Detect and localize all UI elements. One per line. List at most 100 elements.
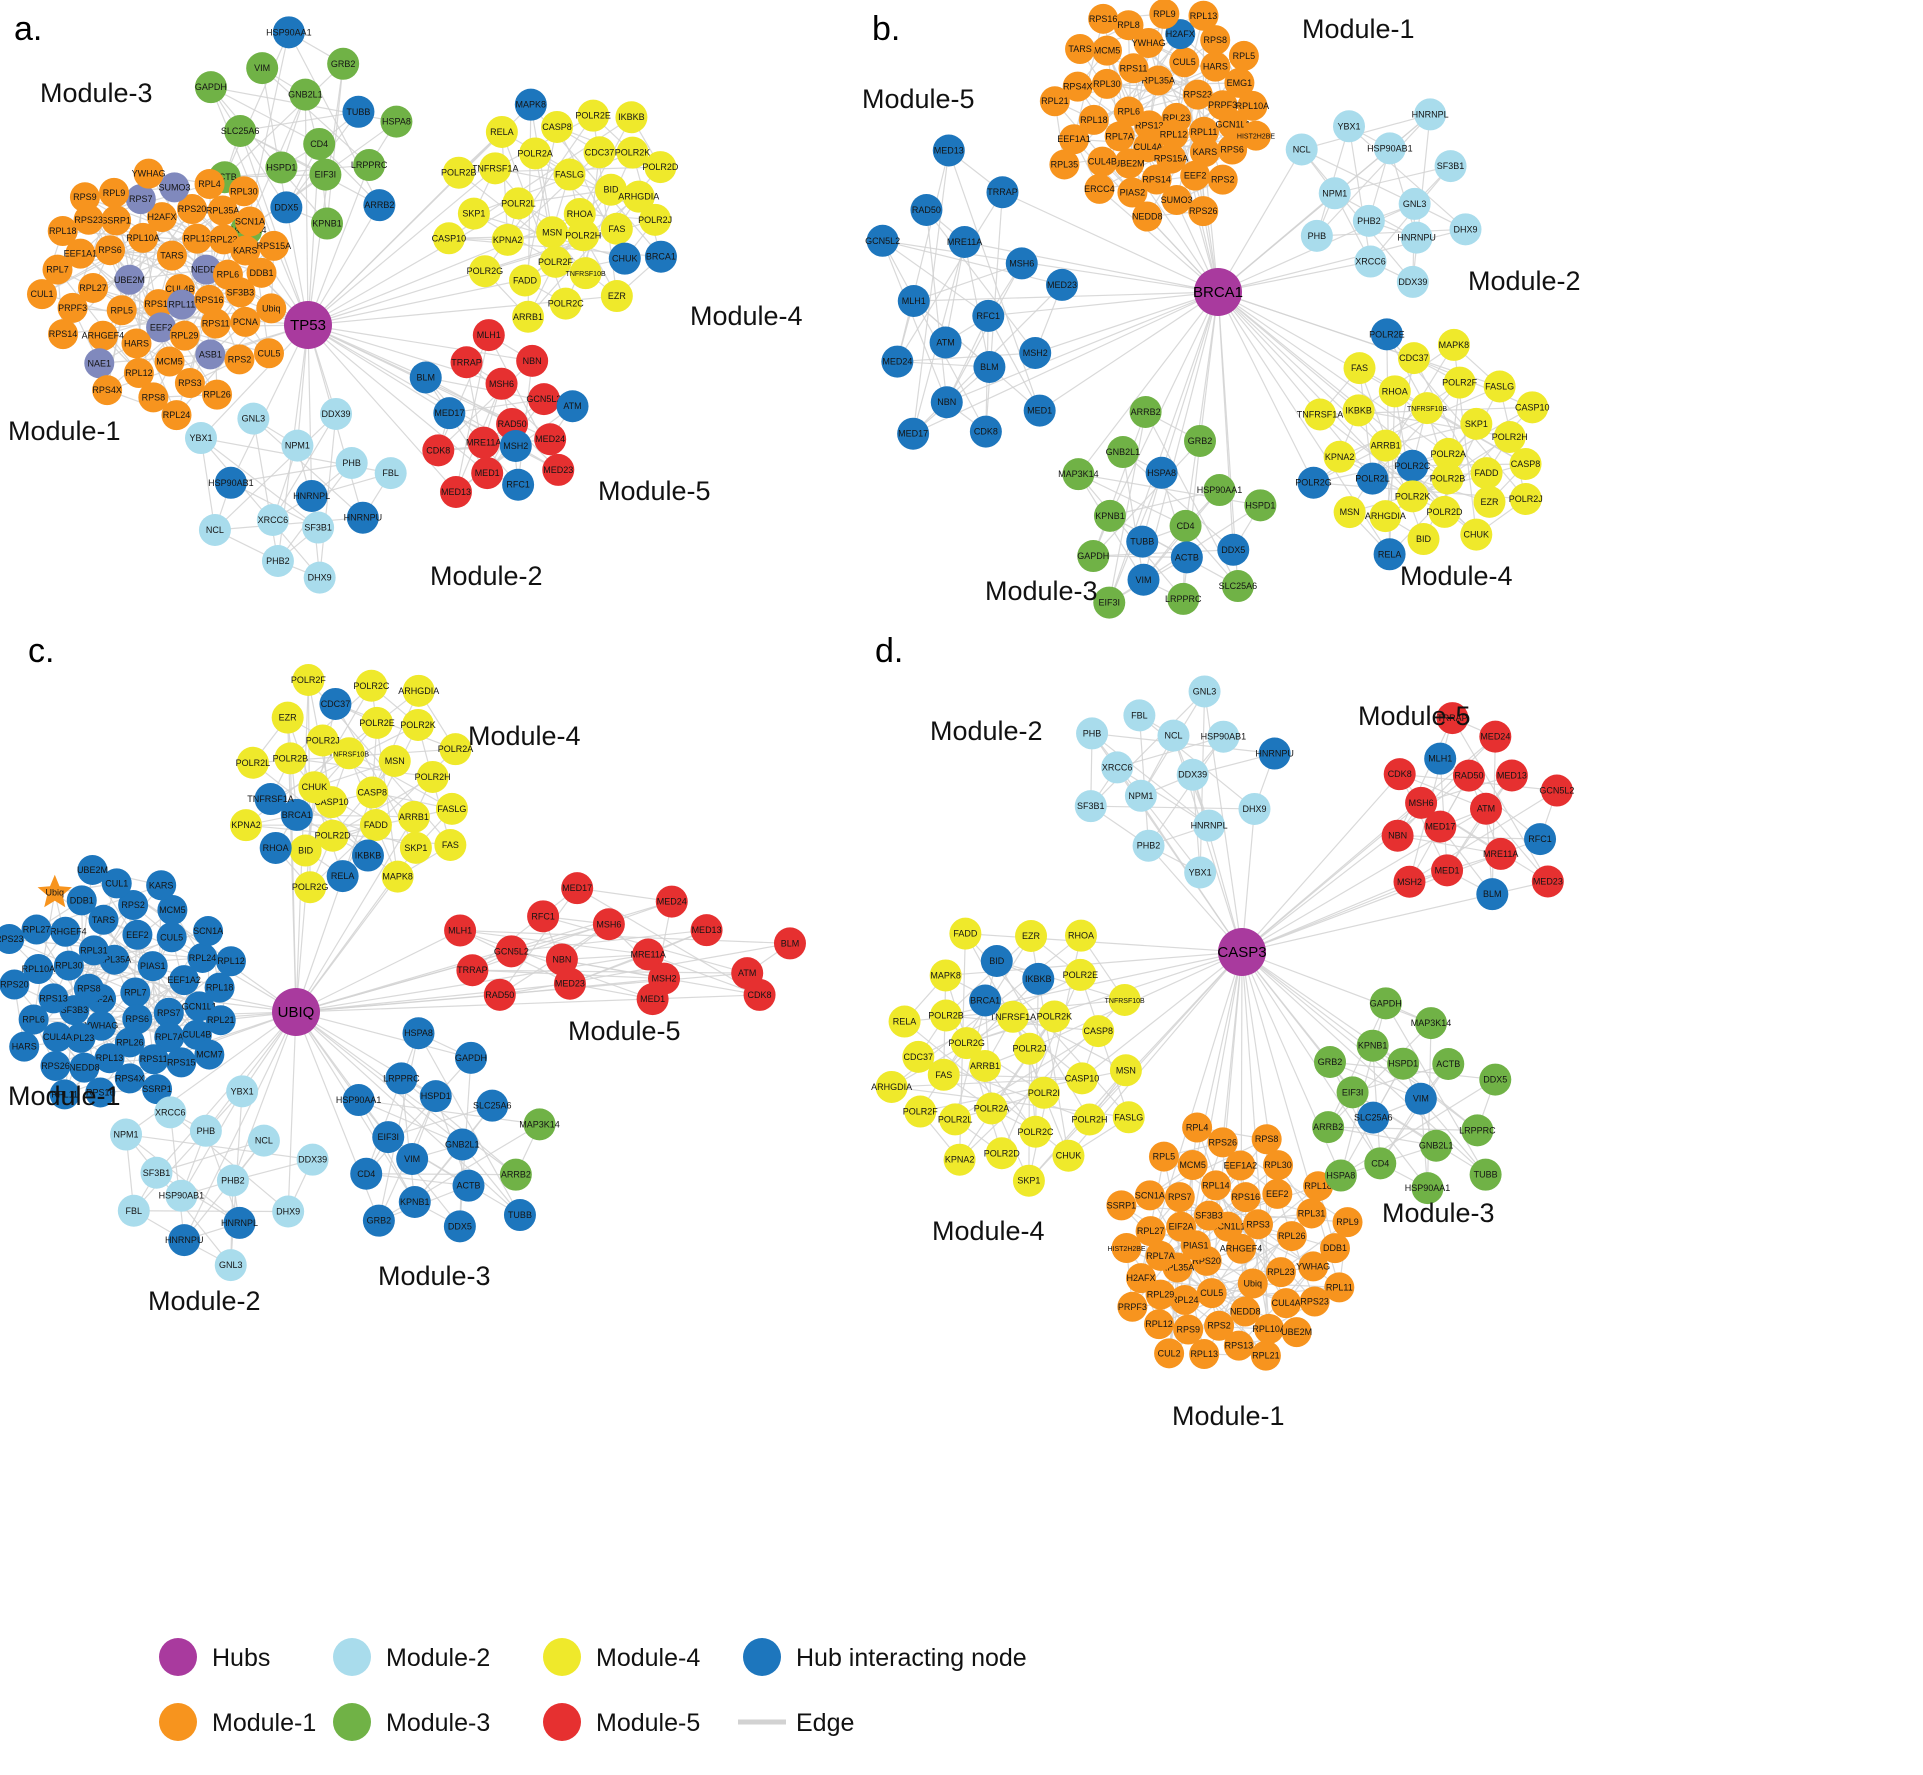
node-label: RPS4X <box>115 1073 145 1083</box>
network-node: CASP10 <box>432 222 466 255</box>
network-node: EEF1A1 <box>64 238 97 269</box>
node-circle <box>303 127 336 160</box>
node-circle <box>23 954 54 985</box>
edge <box>472 969 748 974</box>
network-node: RAD50 <box>1452 759 1485 792</box>
node-circle <box>372 1121 405 1154</box>
network-node: GAPDH <box>195 71 227 104</box>
network-node: HNRNPU <box>1255 737 1294 770</box>
hub-edge <box>1217 260 1371 293</box>
node-circle <box>1383 758 1416 791</box>
node-label: RPL18 <box>206 983 234 993</box>
network-node: RHOA <box>1064 919 1097 952</box>
module-label: Module-3 <box>1382 1198 1495 1228</box>
node-label: PIAS1 <box>1183 1240 1209 1250</box>
edge <box>1399 773 1448 871</box>
network-node: POLR2K <box>400 708 436 741</box>
node-label: SF3B1 <box>304 523 332 533</box>
network-node: BRCA1 <box>644 240 677 273</box>
node-circle <box>1469 1158 1502 1191</box>
node-label: ARRB2 <box>364 200 394 210</box>
node-circle <box>467 426 500 459</box>
node-circle <box>514 88 547 121</box>
node-label: MLH1 <box>1428 754 1452 764</box>
edge <box>913 262 1022 302</box>
edge <box>230 462 352 484</box>
network-node: POLR2F <box>291 664 326 697</box>
node-label: HSP90AB1 <box>1201 732 1247 742</box>
node-label: EMG1 <box>1227 78 1253 88</box>
network-node: RPS4X <box>92 375 123 406</box>
hub-edge <box>295 816 415 1013</box>
node-label: RPL7A <box>155 1032 184 1042</box>
hub-edge <box>307 164 370 326</box>
network-node: NBN <box>545 943 578 976</box>
node-label: NPM1 <box>285 441 310 451</box>
node-circle <box>422 434 455 467</box>
edge <box>1301 113 1431 151</box>
node-label: XRCC6 <box>1355 257 1386 267</box>
node-circle <box>545 943 578 976</box>
network-node: CD4 <box>303 127 336 160</box>
network-node: ASB1 <box>195 339 226 370</box>
node-label: EEF1A1 <box>1057 134 1091 144</box>
network-node: MED17 <box>897 417 930 450</box>
network-node: MED23 <box>1046 268 1079 301</box>
node-label: ARRB2 <box>1313 1122 1343 1132</box>
node-circle <box>1411 1172 1444 1205</box>
network-node: GNL3 <box>1398 187 1431 220</box>
network-node: RPL35A <box>1141 65 1175 96</box>
node-label: GNB2L1 <box>1419 1141 1454 1151</box>
node-label: DDX5 <box>1483 1075 1507 1085</box>
edge <box>1394 390 1487 474</box>
network-node: DDX5 <box>270 191 303 224</box>
node-label: RPL13 <box>183 234 211 244</box>
node-label: RAD50 <box>912 205 941 215</box>
node-circle <box>1189 1339 1220 1370</box>
node-label: RPL23 <box>67 1033 95 1043</box>
legend-label: Module-5 <box>596 1709 700 1737</box>
node-circle <box>95 235 126 266</box>
edge <box>425 377 519 486</box>
node-circle <box>888 1005 921 1038</box>
node-label: KPNB1 <box>1095 511 1125 521</box>
node-label: FADD <box>513 275 538 285</box>
node-label: TUBB <box>346 107 370 117</box>
node-label: LRPPRC <box>383 1073 420 1083</box>
node-label: HSPD1 <box>266 162 296 172</box>
node-label: MLH1 <box>448 925 472 935</box>
hub-node: TP53 <box>284 301 332 349</box>
node-circle <box>73 973 104 1004</box>
node-circle <box>1167 582 1200 615</box>
network-node: CUL2 <box>1154 1338 1185 1369</box>
network-node: POLR2E <box>575 99 611 132</box>
node-label: RPS16 <box>1089 14 1118 24</box>
node-label: HSPA8 <box>404 1028 433 1038</box>
node-circle <box>1064 919 1097 952</box>
network-node: MAPK8 <box>1437 328 1470 361</box>
node-label: POLR2A <box>974 1103 1010 1113</box>
node-label: GAPDH <box>195 82 227 92</box>
node-label: RPS13 <box>1225 1341 1254 1351</box>
node-circle <box>1145 1240 1176 1271</box>
hub-node: UBIQ <box>272 988 320 1036</box>
network-node: POLR2G <box>948 1027 985 1060</box>
network-node: XRCC6 <box>1354 245 1387 278</box>
network-node: NEDD8 <box>1132 201 1162 232</box>
node-label: POLR2C <box>1394 461 1431 471</box>
node-label: MSN <box>1340 507 1360 517</box>
network-node: ACTB <box>1170 541 1203 574</box>
node-circle <box>1437 328 1470 361</box>
network-node: KPNB1 <box>398 1186 431 1219</box>
network-node: CHUK <box>298 771 331 804</box>
network-node: RPS15A <box>1154 143 1188 174</box>
node-circle <box>154 1022 185 1053</box>
node-circle <box>320 397 353 430</box>
network-node: GNL3 <box>1188 675 1221 708</box>
network-node: MSN <box>1109 1054 1142 1087</box>
node-circle <box>743 978 776 1011</box>
hub-edge <box>307 228 618 326</box>
node-circle <box>1188 196 1219 227</box>
node-label: HSP90AA1 <box>1197 485 1243 495</box>
network-node: TRRAP <box>986 176 1019 209</box>
